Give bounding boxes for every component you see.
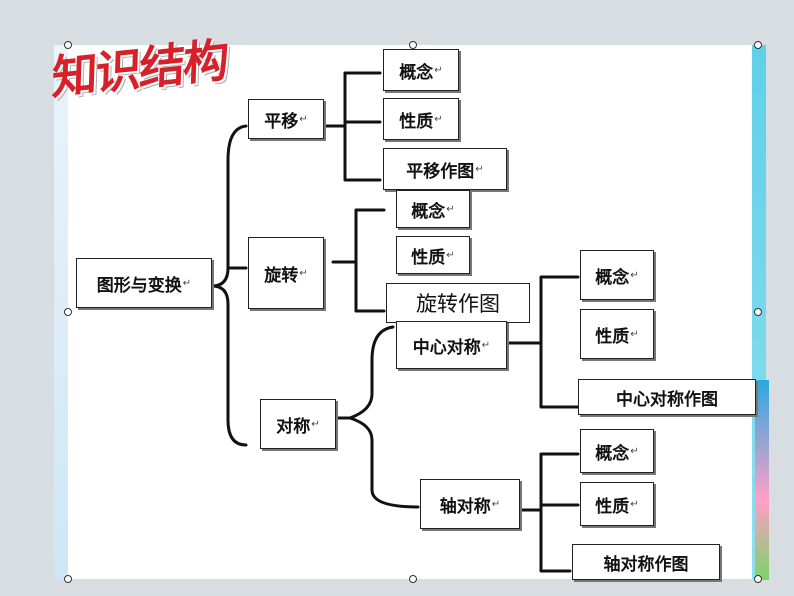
axial-property-label: 性质 [595, 496, 630, 517]
axial-construction-label: 轴对称作图 [603, 554, 689, 575]
translation-bracket [343, 71, 382, 182]
axial-symmetry-node: 轴对称↵ [420, 479, 520, 529]
slide-left-edge-decoration [54, 45, 68, 579]
translation-construction-node: 平移作图↵ [383, 148, 507, 190]
axial-bracket [539, 452, 580, 573]
paragraph-mark: ↵ [311, 418, 320, 430]
translation-node: 平移↵ [248, 99, 324, 139]
selection-handle-br[interactable] [754, 575, 762, 583]
paragraph-mark: ↵ [475, 163, 484, 175]
axial-property-node: 性质↵ [580, 482, 654, 526]
selection-handle-tr[interactable] [754, 41, 762, 49]
selection-handle-mr[interactable] [754, 308, 762, 316]
rotation-property-label: 性质 [411, 247, 446, 268]
rotation-label: 旋转 [264, 265, 299, 286]
central-bracket [539, 275, 580, 409]
selection-handle-bm[interactable] [409, 575, 417, 583]
selection-handle-ml[interactable] [64, 308, 72, 316]
translation-label: 平移 [264, 111, 299, 132]
axial-concept-node: 概念↵ [580, 429, 654, 473]
paragraph-mark: ↵ [434, 113, 443, 125]
axial-symmetry-label: 轴对称 [439, 496, 491, 517]
paragraph-mark: ↵ [299, 267, 308, 279]
paragraph-mark: ↵ [182, 277, 192, 289]
paragraph-mark: ↵ [481, 339, 491, 351]
axial-concept-label: 概念 [595, 443, 630, 464]
symmetry-node: 对称↵ [260, 399, 336, 449]
central-symmetry-label: 中心对称 [412, 337, 481, 358]
paragraph-mark: ↵ [491, 498, 501, 510]
translation-property-node: 性质↵ [383, 98, 459, 140]
paragraph-mark: ↵ [434, 64, 443, 76]
translation-concept-label: 概念 [399, 62, 434, 83]
paragraph-mark: ↵ [630, 498, 639, 510]
symmetry-label: 对称 [276, 416, 311, 437]
paragraph-mark: ↵ [446, 203, 455, 215]
selection-handle-tl[interactable] [64, 41, 72, 49]
central-concept-label: 概念 [595, 267, 630, 288]
rotation-construction-node: 旋转作图 [386, 283, 530, 323]
central-concept-node: 概念↵ [580, 250, 654, 300]
paragraph-mark: ↵ [630, 328, 639, 340]
paragraph-mark: ↵ [446, 249, 455, 261]
axial-construction-node: 轴对称作图 [572, 544, 720, 580]
selection-handle-bl[interactable] [64, 575, 72, 583]
paragraph-mark: ↵ [299, 113, 308, 125]
paragraph-mark: ↵ [630, 269, 639, 281]
central-construction-label: 中心对称作图 [616, 389, 718, 410]
central-property-label: 性质 [595, 326, 630, 347]
root-label: 图形与变换 [96, 275, 182, 296]
rotation-node: 旋转↵ [248, 237, 324, 309]
rotation-property-node: 性质↵ [396, 236, 470, 274]
rotation-concept-node: 概念↵ [396, 190, 470, 228]
cartoon-decoration-right [755, 380, 769, 580]
central-symmetry-node: 中心对称↵ [396, 321, 507, 369]
paragraph-mark: ↵ [630, 445, 639, 457]
translation-concept-node: 概念↵ [383, 49, 459, 91]
rotation-construction-label: 旋转作图 [416, 292, 500, 316]
rotation-concept-label: 概念 [411, 201, 446, 222]
root-bracket [210, 124, 248, 447]
selection-handle-tm[interactable] [409, 41, 417, 49]
rotation-bracket [354, 208, 386, 313]
central-property-node: 性质↵ [580, 309, 654, 359]
translation-construction-label: 平移作图 [406, 161, 475, 182]
translation-property-label: 性质 [399, 111, 434, 132]
root-node: 图形与变换↵ [76, 258, 212, 308]
central-construction-node: 中心对称作图 [578, 379, 756, 415]
